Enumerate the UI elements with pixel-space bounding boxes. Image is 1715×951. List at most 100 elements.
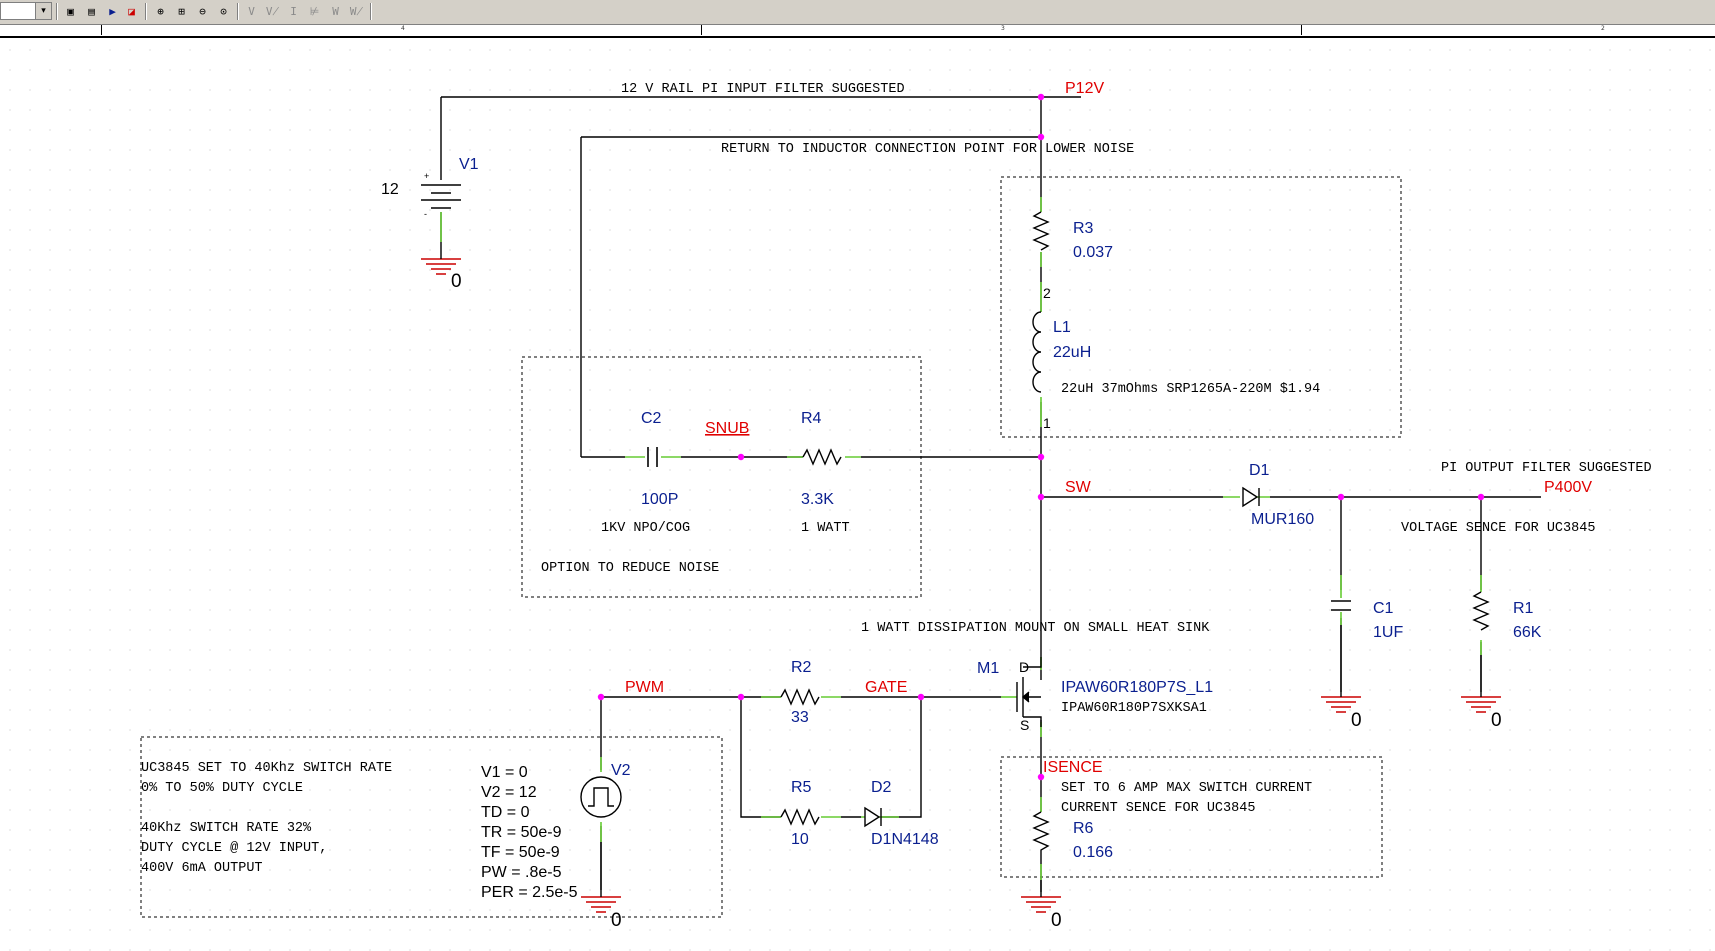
net-label-gate[interactable]: GATE — [865, 679, 907, 696]
chevron-down-icon[interactable]: ▾ — [35, 3, 51, 19]
r5-value: 10 — [791, 831, 809, 848]
resistor-r4[interactable] — [802, 448, 842, 466]
grid-background — [0, 38, 1715, 951]
v2-param: PW = .8e-5 — [481, 864, 562, 881]
resistor-r5[interactable] — [780, 808, 820, 826]
ruler-label: 4 — [401, 25, 405, 32]
ground-label: 0 — [1491, 710, 1502, 731]
zoom-in-icon[interactable]: ⊕ — [157, 5, 164, 18]
new-page-icon[interactable]: ▣ — [67, 5, 74, 18]
note-controller-5: 400V 6mA OUTPUT — [141, 861, 263, 876]
r3-value: 0.037 — [1073, 244, 1113, 261]
note-m1-part: IPAW60R180P7SXKSA1 — [1061, 701, 1207, 716]
v1-minus-label: - — [424, 209, 427, 219]
battery-v1[interactable]: + - — [421, 171, 461, 219]
note-noise-option: OPTION TO REDUCE NOISE — [541, 561, 719, 576]
note-output-filter: PI OUTPUT FILTER SUGGESTED — [1441, 461, 1652, 476]
c2-value: 100P — [641, 491, 678, 508]
inductor-box — [1000, 176, 1402, 438]
diode-d2[interactable] — [864, 806, 882, 828]
r2-value: 33 — [791, 709, 809, 726]
power-dissipation-marker-icon[interactable]: ⊭ — [309, 5, 320, 18]
resistor-r1[interactable] — [1472, 591, 1490, 631]
toolbar-separator — [145, 3, 147, 20]
capacitor-c1[interactable] — [1331, 600, 1351, 611]
v1-ref: V1 — [459, 156, 479, 173]
r4-ref: R4 — [801, 410, 822, 427]
junctions — [597, 93, 1485, 781]
r1-ref: R1 — [1513, 600, 1534, 617]
m1-drain-label: D — [1019, 659, 1029, 675]
note-isense-1: SET TO 6 AMP MAX SWITCH CURRENT — [1061, 781, 1312, 796]
net-label-isence[interactable]: ISENCE — [1043, 759, 1103, 776]
note-controller-3: 40Khz SWITCH RATE 32% — [141, 821, 312, 836]
schematic-toolbar: ▾ ▣ ▤ ▶ ◪ ⊕ ⊞ ⊖ ⊙ V V̸ I ⊭ W W̸ — [0, 0, 1715, 25]
note-controller-4: DUTY CYCLE @ 12V INPUT, — [141, 841, 327, 856]
ruler-tick — [101, 25, 102, 35]
v2-param: V1 = 0 — [481, 764, 528, 781]
resistor-r3[interactable] — [1032, 211, 1050, 251]
toolbar-separator — [370, 3, 372, 20]
mosfet-m1[interactable] — [1016, 657, 1042, 727]
r1-value: 66K — [1513, 624, 1542, 641]
d2-ref: D2 — [871, 779, 892, 796]
d2-value: D1N4148 — [871, 831, 939, 848]
v2-param: PER = 2.5e-5 — [481, 884, 578, 901]
c1-ref: C1 — [1373, 600, 1394, 617]
zoom-out-icon[interactable]: ⊖ — [199, 5, 206, 18]
diode-d1[interactable] — [1242, 486, 1260, 508]
note-voltage-sense: VOLTAGE SENCE FOR UC3845 — [1401, 521, 1595, 536]
net-label-pwm[interactable]: PWM — [625, 679, 664, 696]
bias-display-icon[interactable]: W̸ — [349, 5, 364, 18]
m1-source-label: S — [1020, 717, 1029, 733]
v2-param: V2 = 12 — [481, 784, 537, 801]
net-labels: P12V SNUB SW P400V PWM GATE ISENCE — [625, 80, 1592, 776]
m1-value: IPAW60R180P7S_L1 — [1061, 679, 1213, 696]
note-rail-filter: 12 V RAIL PI INPUT FILTER SUGGESTED — [621, 82, 905, 97]
note-isense-2: CURRENT SENCE FOR UC3845 — [1061, 801, 1255, 816]
ground-label: 0 — [1051, 910, 1062, 931]
v2-param: TR = 50e-9 — [481, 824, 562, 841]
net-label-snub[interactable]: SNUB — [705, 420, 749, 437]
wattage-marker-icon[interactable]: W — [332, 5, 339, 18]
voltage-differential-marker-icon[interactable]: V̸ — [265, 5, 280, 18]
net-label-p400v[interactable]: P400V — [1544, 479, 1592, 496]
resistor-r6[interactable] — [1032, 811, 1050, 864]
toolbar-separator — [237, 3, 239, 20]
zoom-area-icon[interactable]: ⊞ — [178, 5, 185, 18]
note-inductor-desc: 22uH 37mOhms SRP1265A-220M $1.94 — [1061, 382, 1320, 397]
v2-ref: V2 — [611, 762, 631, 779]
v2-param: TF = 50e-9 — [481, 844, 560, 861]
note-return-point: RETURN TO INDUCTOR CONNECTION POINT FOR … — [721, 142, 1134, 157]
r6-ref: R6 — [1073, 820, 1094, 837]
ground-label: 0 — [1351, 710, 1362, 731]
inductor-l1[interactable] — [1032, 311, 1042, 393]
note-controller-2: 0% TO 50% DUTY CYCLE — [141, 781, 303, 796]
r6-value: 0.166 — [1073, 844, 1113, 861]
part-selector-dropdown[interactable]: ▾ — [0, 2, 52, 20]
pulse-source-v2[interactable] — [580, 776, 622, 818]
hierarchy-icon[interactable]: ▤ — [88, 5, 95, 18]
zoom-fit-icon[interactable]: ⊙ — [220, 5, 227, 18]
current-marker-icon[interactable]: I — [290, 5, 297, 18]
snubber-box — [521, 356, 922, 598]
capacitor-c2[interactable] — [647, 447, 658, 467]
r4-value: 3.3K — [801, 491, 834, 508]
run-simulation-icon[interactable]: ▶ — [109, 5, 116, 18]
ground-label: 0 — [611, 910, 622, 931]
v1-plus-label: + — [424, 171, 429, 181]
net-label-sw[interactable]: SW — [1065, 479, 1092, 496]
net-label-p12v[interactable]: P12V — [1065, 80, 1104, 97]
v2-parameters: V1 = 0 V2 = 12 TD = 0 TR = 50e-9 TF = 50… — [481, 764, 578, 901]
voltage-marker-icon[interactable]: V — [248, 5, 255, 18]
view-simulation-icon[interactable]: ◪ — [128, 5, 135, 18]
m1-ref: M1 — [977, 660, 999, 677]
resistor-r2[interactable] — [780, 688, 820, 706]
c2-ref: C2 — [641, 410, 662, 427]
pulse-waveform-icon — [588, 787, 614, 807]
v1-value: 12 — [381, 181, 399, 198]
c1-value: 1UF — [1373, 624, 1403, 641]
border-zone-ruler: 4 3 2 — [0, 25, 1715, 38]
l1-value: 22uH — [1053, 344, 1091, 361]
